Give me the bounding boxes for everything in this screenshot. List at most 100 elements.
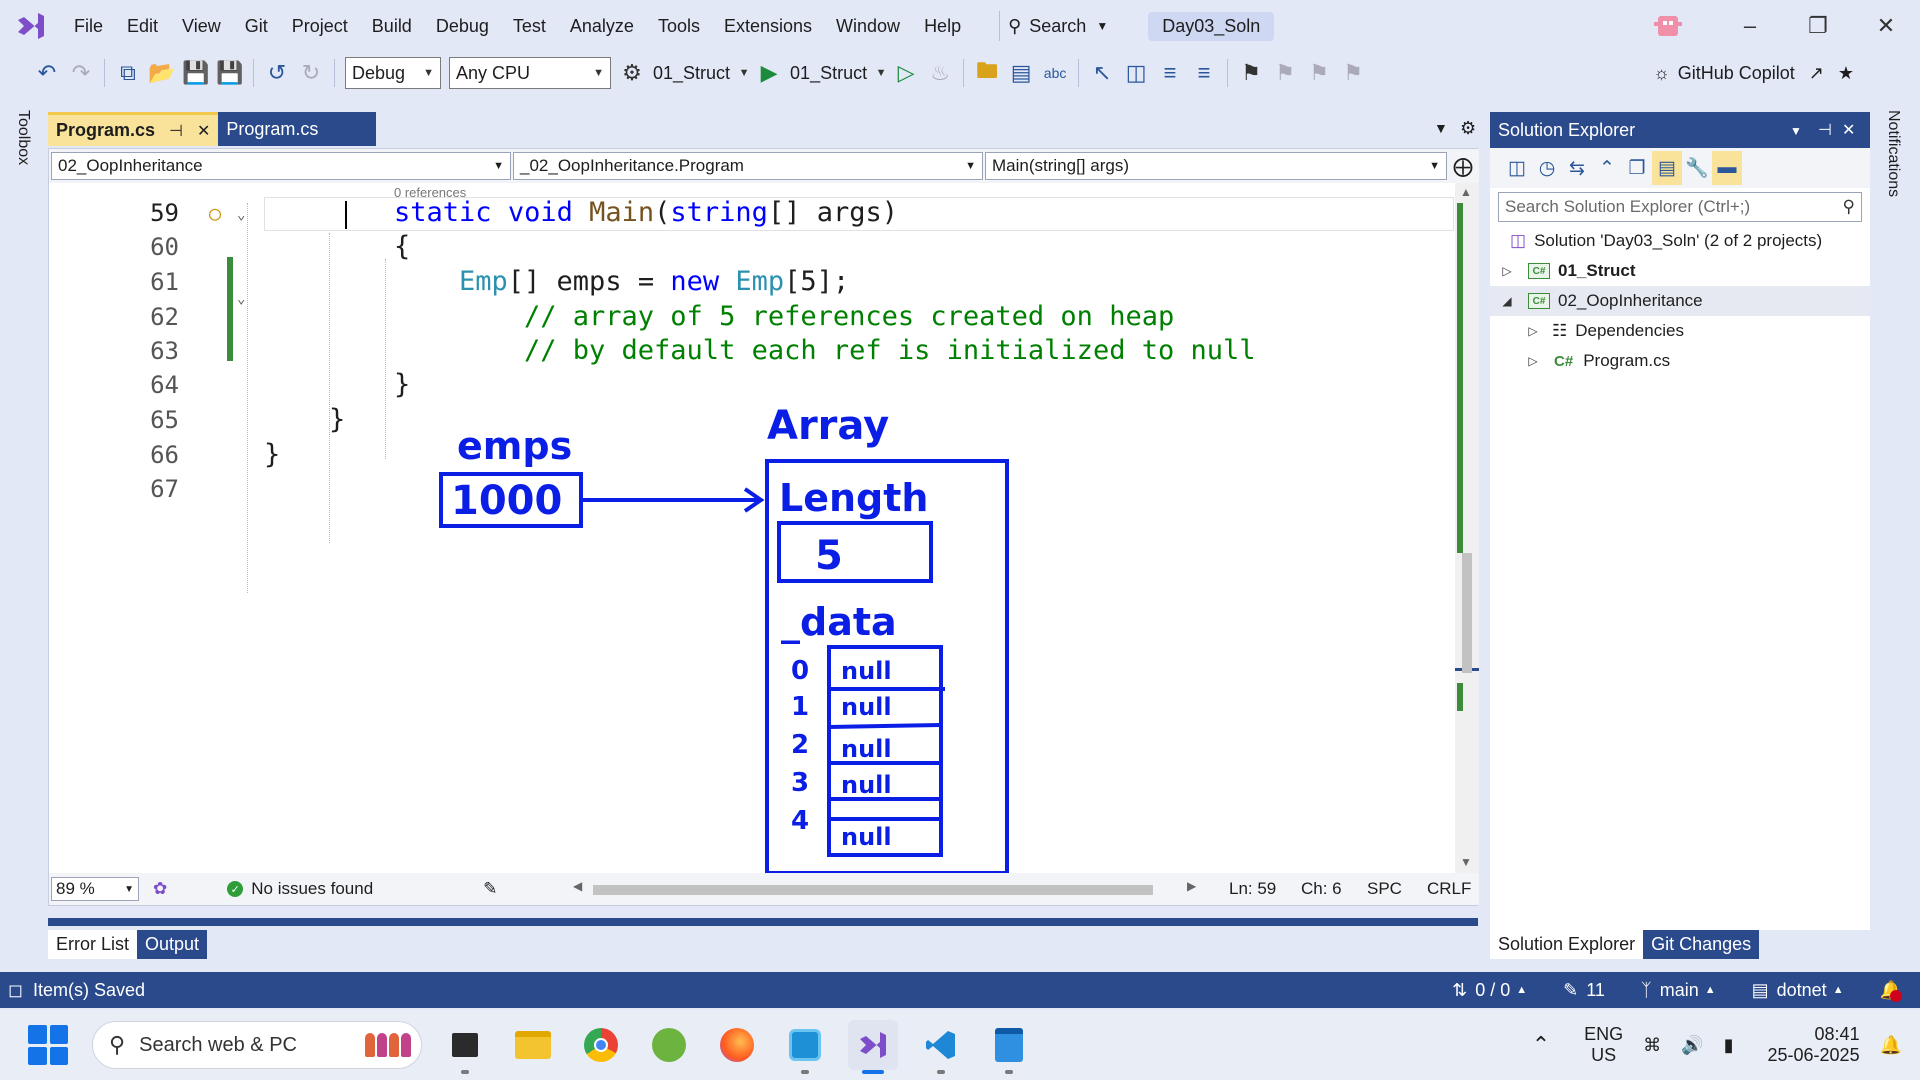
zoom-dropdown[interactable]: 89 % ▼ [51,877,139,901]
collapse-icon[interactable]: ◢ [1502,294,1512,308]
volume-icon[interactable]: 🔊 [1681,1034,1704,1055]
notifications-tab[interactable]: Notifications [1885,110,1902,198]
menu-window[interactable]: Window [836,16,901,36]
back-icon[interactable]: ↶ [37,60,57,85]
compare-icon[interactable]: ◫ [1125,60,1147,85]
taskbar-app-visual-studio[interactable] [848,1020,898,1074]
scroll-up-icon[interactable]: ▲ [1460,185,1472,199]
gear-icon[interactable]: ⚙ [1460,118,1477,138]
tree-item-program-cs[interactable]: ▷ C# Program.cs [1490,346,1870,376]
platform-dropdown[interactable]: Any CPU ▼ [449,57,611,89]
notification-center-icon[interactable]: 🔔 [1879,1034,1902,1055]
close-icon[interactable]: ✕ [1842,122,1856,139]
taskbar-app-firefox[interactable] [712,1020,762,1070]
open-file-icon[interactable]: 📂 [148,60,176,85]
menu-extensions[interactable]: Extensions [723,16,813,36]
taskbar-app-chrome[interactable] [576,1020,626,1070]
menu-debug[interactable]: Debug [435,16,489,36]
collapse-all-icon[interactable]: ⌃ [1599,157,1615,179]
repository-selector[interactable]: ▤ dotnet ▲ [1752,980,1844,1001]
taskbar-app-spring[interactable] [644,1020,694,1070]
save-icon[interactable]: 💾 [182,60,210,85]
expand-icon[interactable]: ▷ [1502,264,1512,278]
taskbar-app-vscode[interactable] [916,1020,966,1074]
branch-selector[interactable]: ᛉ main ▲ [1641,980,1716,1001]
live-share-icon[interactable] [1652,10,1684,42]
code-cleanup-icon[interactable]: ✎ [483,879,498,898]
chevron-down-icon[interactable]: ▼ [1790,124,1802,138]
code-line-61[interactable]: Emp[] emps = new Emp[5]; [459,266,849,297]
intellicode-icon[interactable]: ✿ [153,879,168,898]
collapse-icon[interactable]: ⌄ [237,207,246,223]
type-dropdown[interactable]: _02_OopInheritance.Program ▼ [513,152,983,180]
git-changes-counter[interactable]: ⇅ 0 / 0 ▲ [1452,980,1527,1001]
clear-bookmarks-icon[interactable]: ⚑ [1343,60,1363,85]
chevron-down-icon[interactable]: ▼ [875,67,887,79]
indent-icon[interactable]: ≡ [1163,60,1177,85]
start-debugging-icon[interactable]: ▶ [760,60,778,85]
prev-bookmark-icon[interactable]: ⚑ [1275,60,1295,85]
codelens-references[interactable]: 0 references [394,185,467,200]
code-line-66[interactable]: } [264,439,281,470]
tab-program-cs-active[interactable]: Program.cs ⊣ ✕ [48,112,219,146]
code-line-64[interactable]: } [394,369,411,400]
scroll-thumb[interactable] [1462,553,1472,673]
history-icon[interactable]: ◷ [1538,157,1556,179]
redo-icon[interactable]: ↻ [301,60,321,85]
menu-view[interactable]: View [182,16,221,36]
forward-icon[interactable]: ↷ [71,60,91,85]
feedback-icon[interactable]: ★ [1837,62,1854,83]
battery-icon[interactable]: ▮ [1723,1034,1734,1055]
tab-error-list[interactable]: Error List [48,930,138,959]
gear-icon[interactable]: ⚙ [622,60,642,85]
lightbulb-icon[interactable]: ○ [209,201,222,225]
select-tool-icon[interactable]: ↖ [1092,60,1112,85]
scroll-thumb[interactable] [593,885,1153,895]
menu-file[interactable]: File [74,16,104,36]
pin-icon[interactable]: ⊣ [1818,122,1832,139]
close-icon[interactable]: ✕ [1876,13,1896,38]
undo-icon[interactable]: ↺ [267,60,287,85]
new-project-icon[interactable]: ⧉ [120,60,136,85]
taskbar-app-snipping[interactable] [780,1020,830,1074]
close-icon[interactable]: ✕ [196,122,211,140]
pending-edits[interactable]: ✎ 11 [1563,980,1605,1001]
issues-indicator[interactable]: ✓ No issues found [227,879,373,899]
line-indicator[interactable]: Ln: 59 [1229,879,1277,898]
horizontal-scrollbar[interactable]: ◀ ▶ [569,879,1209,899]
whitespace-indicator[interactable]: SPC [1367,879,1402,898]
configuration-dropdown[interactable]: Debug ▼ [345,57,441,89]
code-editor[interactable]: 02_OopInheritance ▼ _02_OopInheritance.P… [48,148,1479,906]
chevron-down-icon[interactable]: ▼ [738,67,750,79]
code-line-63[interactable]: // by default each ref is initialized to… [524,335,1256,366]
pin-icon[interactable]: ⊣ [169,122,183,140]
menu-tools[interactable]: Tools [657,16,700,36]
expand-icon[interactable]: ▷ [1528,354,1538,368]
menu-test[interactable]: Test [512,16,546,36]
code-line-59[interactable]: static void Main(string[] args) [394,197,898,228]
code-area[interactable]: 0 references ○ ⌄ ⌄ 59 60 61 62 63 64 65 … [49,183,1459,873]
clock[interactable]: 08:41 25-06-2025 [1768,1024,1860,1066]
member-dropdown[interactable]: Main(string[] args) ▼ [985,152,1447,180]
browse-folder-icon[interactable]: 🖿 [976,58,999,83]
taskbar-search-box[interactable]: ⚲ Search web & PC [92,1021,422,1069]
tab-solution-explorer[interactable]: Solution Explorer [1490,930,1644,959]
expand-icon[interactable]: ▷ [1528,324,1538,338]
tree-item-project-struct[interactable]: ▷ C# 01_Struct [1490,256,1870,286]
notifications-button[interactable]: 🔔 [1880,980,1902,1002]
menu-edit[interactable]: Edit [127,16,159,36]
line-ending-indicator[interactable]: CRLF [1427,879,1472,898]
tab-overflow-icon[interactable]: ▼ [1434,120,1448,136]
code-line-60[interactable]: { [394,231,411,262]
save-all-icon[interactable]: 💾 [216,60,244,85]
switch-views-icon[interactable]: ◫ [1508,157,1526,179]
menu-build[interactable]: Build [371,16,412,36]
preview-icon[interactable]: ▬ [1712,151,1742,185]
chevron-up-icon[interactable]: ⌃ [1531,1032,1551,1057]
tab-program-cs[interactable]: Program.cs [218,112,377,146]
tab-output[interactable]: Output [137,930,208,959]
wifi-icon[interactable]: ⌘ [1643,1034,1662,1055]
start-without-debugging-icon[interactable]: ▷ [897,60,915,85]
layout-icon[interactable]: ▤ [1010,60,1032,85]
scroll-left-icon[interactable]: ◀ [573,879,583,893]
